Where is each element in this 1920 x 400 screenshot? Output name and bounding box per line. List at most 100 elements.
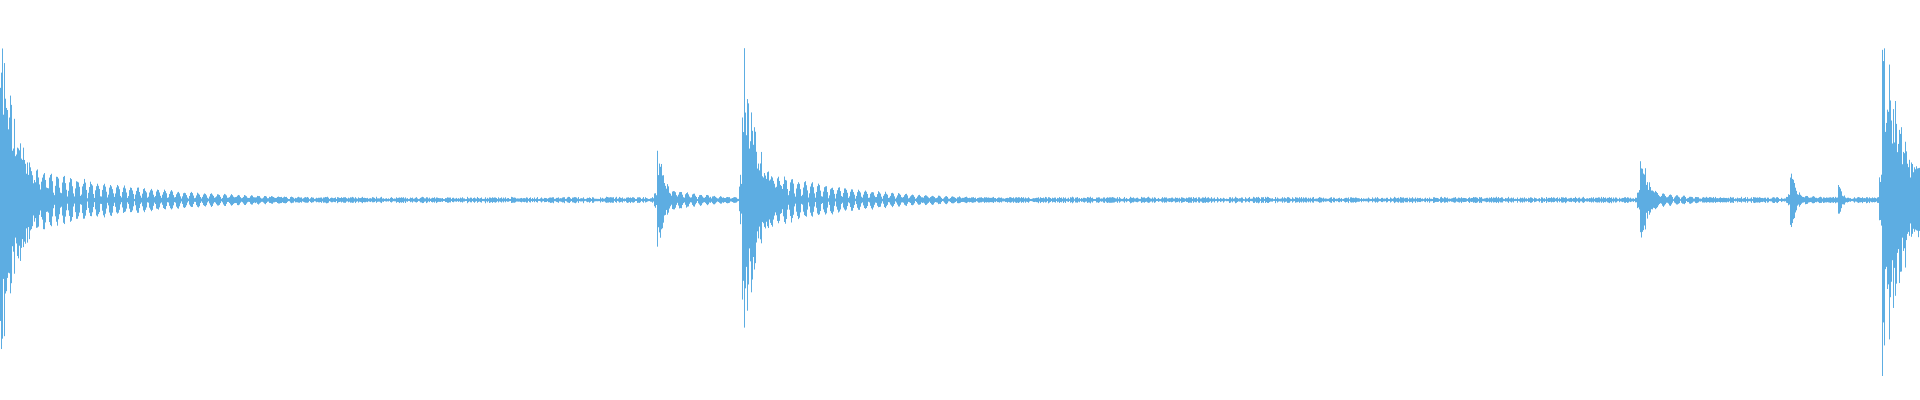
waveform-sample <box>1560 198 1561 202</box>
waveform-sample <box>976 198 977 202</box>
waveform-sample <box>906 193 907 206</box>
waveform-sample <box>1205 196 1206 203</box>
waveform-sample <box>178 191 179 209</box>
waveform-sample <box>289 198 290 202</box>
waveform-sample <box>1145 198 1146 202</box>
waveform-sample <box>778 176 779 224</box>
waveform-sample <box>281 196 282 204</box>
waveform-sample <box>1182 197 1183 203</box>
waveform-sample <box>134 198 135 202</box>
waveform-sample <box>145 190 146 210</box>
waveform-sample <box>598 198 599 202</box>
waveform-sample <box>279 197 280 204</box>
waveform-sample <box>509 198 510 202</box>
waveform-sample <box>1780 199 1781 201</box>
waveform-sample <box>1857 197 1858 203</box>
waveform-sample <box>141 197 142 203</box>
waveform-sample <box>463 198 464 202</box>
waveform-sample <box>537 197 538 203</box>
waveform-sample <box>1144 197 1145 203</box>
waveform-sample <box>1029 198 1030 202</box>
waveform-sample <box>708 195 709 205</box>
waveform-sample <box>1112 197 1113 203</box>
waveform-sample <box>253 197 254 204</box>
waveform-sample <box>919 194 920 205</box>
waveform-sample <box>1489 197 1490 203</box>
waveform-sample <box>506 198 507 202</box>
waveform-sample <box>878 191 879 208</box>
waveform-sample <box>632 197 633 203</box>
waveform-sample <box>1867 197 1868 203</box>
waveform-sample <box>1215 199 1216 202</box>
waveform-sample <box>772 177 773 227</box>
waveform-sample <box>980 197 981 203</box>
waveform-sample <box>507 198 508 202</box>
waveform-sample <box>1255 198 1256 202</box>
waveform-sample <box>1853 198 1854 202</box>
waveform-sample <box>1915 169 1916 230</box>
waveform-sample <box>1722 197 1723 203</box>
waveform-sample <box>299 197 300 203</box>
waveform-sample <box>300 197 301 203</box>
waveform-sample <box>64 175 65 225</box>
waveform-sample <box>1162 197 1163 203</box>
waveform-sample <box>1447 197 1448 203</box>
waveform-sample <box>148 196 149 203</box>
waveform-sample <box>863 194 864 206</box>
waveform-sample <box>1424 198 1425 202</box>
waveform-sample <box>1652 190 1653 210</box>
waveform-sample <box>1012 198 1013 202</box>
waveform-sample <box>374 197 375 203</box>
waveform-sample <box>1523 198 1524 202</box>
waveform-sample <box>384 198 385 202</box>
waveform-sample <box>1422 198 1423 202</box>
waveform-sample <box>1446 198 1447 202</box>
waveform-sample <box>1713 196 1714 203</box>
waveform-sample <box>117 184 118 214</box>
waveform-sample <box>1430 198 1431 202</box>
waveform-sample <box>979 197 980 203</box>
waveform-sample <box>1155 197 1156 203</box>
waveform-sample <box>113 193 114 207</box>
waveform-sample <box>855 198 856 202</box>
waveform-sample <box>931 196 932 205</box>
waveform-sample <box>1770 198 1771 202</box>
waveform-sample <box>1794 182 1795 219</box>
waveform-sample <box>1796 190 1797 211</box>
waveform-sample <box>367 197 368 203</box>
waveform-sample <box>1912 164 1913 234</box>
waveform-sample <box>1656 191 1657 209</box>
waveform-sample <box>614 199 615 201</box>
waveform-sample <box>1488 198 1489 202</box>
waveform-sample <box>234 197 235 204</box>
waveform-sample <box>447 197 448 203</box>
waveform-sample <box>125 188 126 212</box>
waveform-sample <box>392 197 393 202</box>
waveform-sample <box>1913 172 1914 229</box>
waveform-sample <box>1816 197 1817 203</box>
waveform-sample <box>584 198 585 202</box>
waveform-sample <box>1616 197 1617 203</box>
waveform-sample <box>140 195 141 204</box>
waveform-sample <box>1731 197 1732 203</box>
waveform-sample <box>1540 199 1541 201</box>
waveform-sample <box>1271 198 1272 202</box>
waveform-sample <box>219 195 220 205</box>
waveform-sample <box>944 197 945 203</box>
waveform-sample <box>1108 197 1109 203</box>
waveform-sample <box>102 189 103 211</box>
waveform-sample <box>112 189 113 213</box>
waveform-sample <box>1520 197 1521 203</box>
waveform-sample <box>630 197 631 204</box>
waveform-sample <box>1801 195 1802 204</box>
waveform-sample <box>223 195 224 205</box>
waveform-sample <box>100 196 101 204</box>
waveform-sample <box>119 189 120 210</box>
waveform-sample <box>723 197 724 203</box>
waveform-sample <box>754 127 755 270</box>
waveform-sample <box>453 197 454 203</box>
waveform-sample <box>523 198 524 202</box>
waveform-sample <box>1070 197 1071 203</box>
